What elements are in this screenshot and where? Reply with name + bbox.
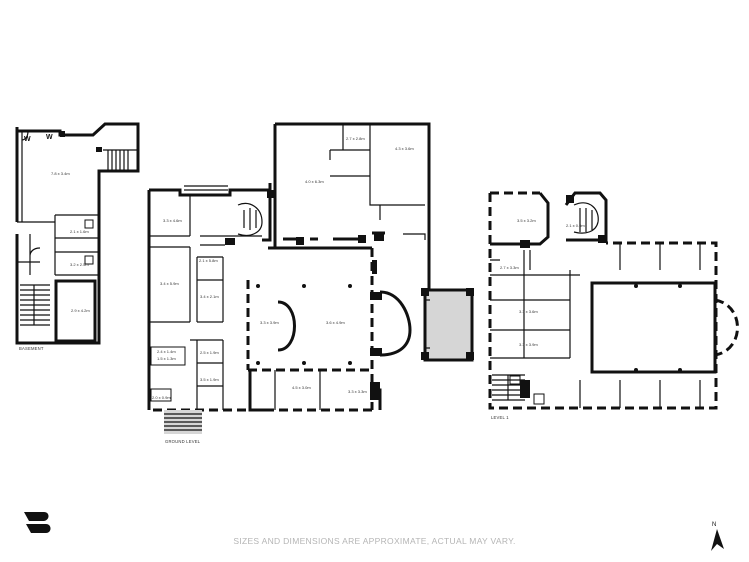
room-label: 3.4 x 5.9m [160,281,179,286]
basement-plan: 7.8 x 3.4m 2.1 x 1.6m 3.2 x 2.5m 2.9 x 4… [15,122,140,351]
room-label: 2.1 x 1.6m [70,229,89,234]
logo-mark [24,512,51,533]
room-label: 2.7 x 3.3m [500,265,519,270]
room-label: 3.3 x 3.6m [519,309,538,314]
room-label: 2.9 x 4.2m [71,308,90,313]
room-label: 2.0 x 0.9m [152,395,171,400]
compass: N [711,522,724,551]
room-label: 3.3 x 3.9m [519,342,538,347]
room-label: 7.8 x 3.4m [51,171,70,176]
room-label: 3.4 x 2.1m [200,294,219,299]
room-label: 3.5 x 3.2m [517,218,536,223]
room-label: 3.2 x 2.5m [70,262,89,267]
room-label: 4.5 x 3.0m [292,385,311,390]
compass-arrow-icon [711,529,724,551]
w-marker: W [24,136,31,143]
level-label-basement: BASEMENT [19,346,44,351]
level1-plan: 3.5 x 3.2m 2.7 x 3.3m 3.3 x 3.6m 3.3 x 3… [488,191,739,420]
room-label: 3.6 x 4.9m [326,320,345,325]
room-label: 2.1 x 5.8m [199,258,218,263]
room-label: 3.3 x 3.3m [348,389,367,394]
room-label: 3.3 x 3.9m [260,320,279,325]
room-label: 2.5 x 1.9m [200,350,219,355]
room-label: 1.5 x 1.3m [157,356,176,361]
room-label: 2.4 x 1.4m [157,349,176,354]
room-label: 4.3 x 3.6m [395,146,414,151]
compass-label: N [712,522,716,528]
room-label: 3.3 x 4.6m [163,218,182,223]
room-label: 2.7 x 2.8m [346,136,365,141]
ground-level-plan: 4.0 x 6.3m 2.7 x 2.8m 4.3 x 3.6m 3.3 x 4… [147,122,474,444]
level-label-level1: LEVEL 1 [491,415,509,420]
room-label: 2.1 x 0.9m [566,223,585,228]
room-label: 3.5 x 1.9m [200,377,219,382]
w-marker: W [46,134,53,141]
room-label: 4.0 x 6.3m [305,179,324,184]
disclaimer-text: SIZES AND DIMENSIONS ARE APPROXIMATE, AC… [233,536,516,546]
level-label-ground: GROUND LEVEL [165,439,201,444]
